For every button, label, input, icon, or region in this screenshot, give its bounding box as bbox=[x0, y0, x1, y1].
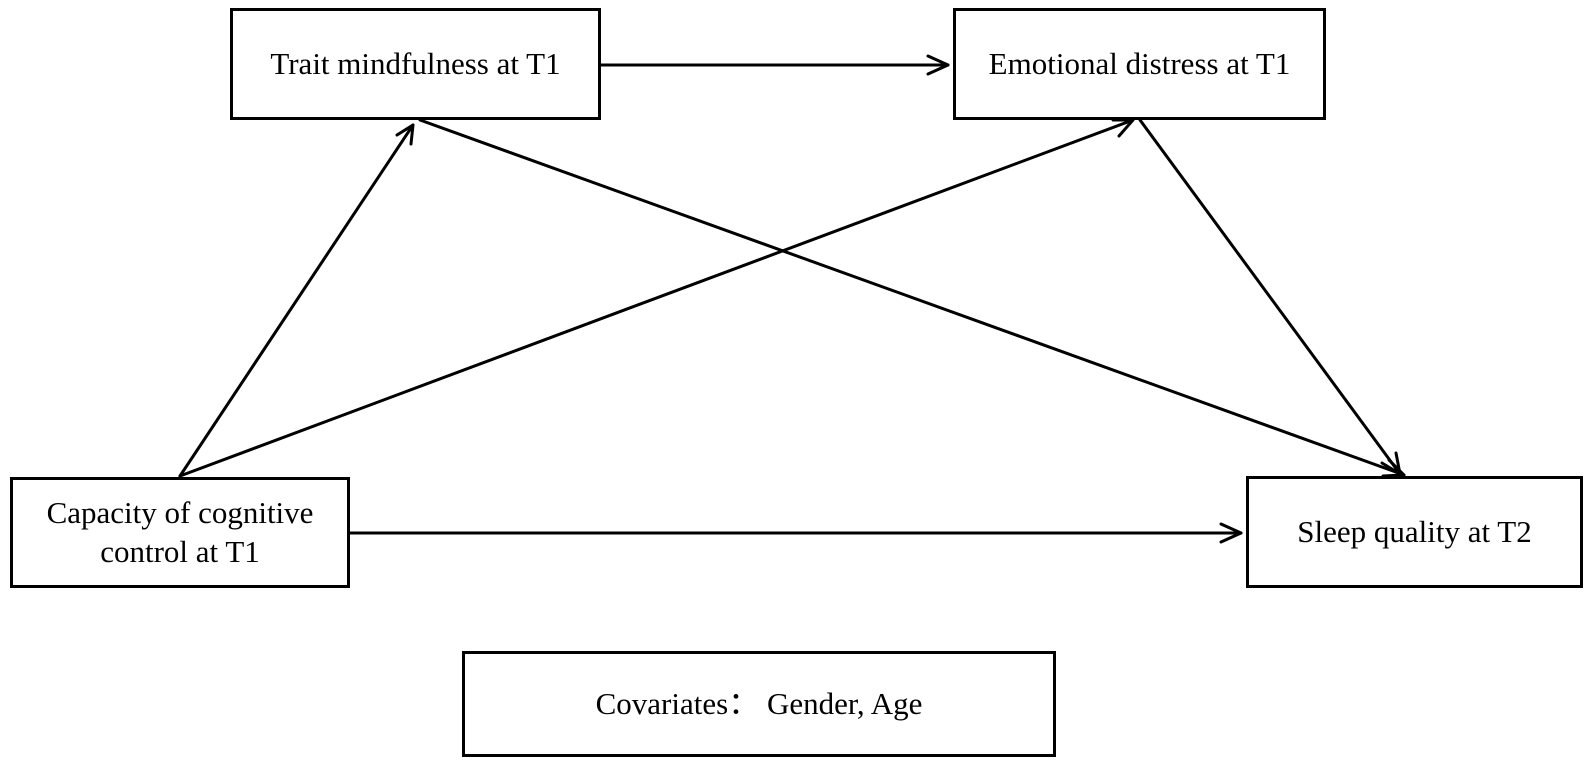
arrowhead-capacity-to-sleep bbox=[1219, 522, 1243, 544]
arrow-trait-to-sleep bbox=[418, 118, 1406, 477]
node-sleep-quality-label: Sleep quality at T2 bbox=[1297, 513, 1532, 549]
node-capacity-label-line2: control at T1 bbox=[100, 533, 260, 569]
arrowhead-capacity-to-trait bbox=[395, 123, 415, 146]
node-trait-mindfulness: Trait mindfulness at T1 bbox=[230, 8, 601, 120]
node-covariates-label: Covariates： Gender, Age bbox=[595, 685, 923, 721]
arrow-emotional-to-sleep bbox=[1138, 118, 1402, 476]
node-emotional-distress: Emotional distress at T1 bbox=[953, 8, 1326, 120]
node-capacity-cognitive-control: Capacity of cognitive control at T1 bbox=[10, 477, 350, 588]
arrowhead-emotional-to-sleep bbox=[1380, 451, 1402, 476]
node-capacity-label-line1: Capacity of cognitive bbox=[46, 494, 314, 530]
node-trait-mindfulness-label: Trait mindfulness at T1 bbox=[270, 45, 561, 81]
node-emotional-distress-label: Emotional distress at T1 bbox=[988, 45, 1291, 81]
arrow-capacity-to-trait bbox=[178, 123, 415, 478]
node-sleep-quality: Sleep quality at T2 bbox=[1246, 476, 1583, 588]
arrow-capacity-to-emotional bbox=[178, 118, 1135, 478]
node-covariates: Covariates： Gender, Age bbox=[462, 651, 1056, 757]
arrowhead-capacity-to-emotional bbox=[1111, 118, 1135, 138]
arrowhead-trait-to-emotional bbox=[926, 54, 950, 76]
